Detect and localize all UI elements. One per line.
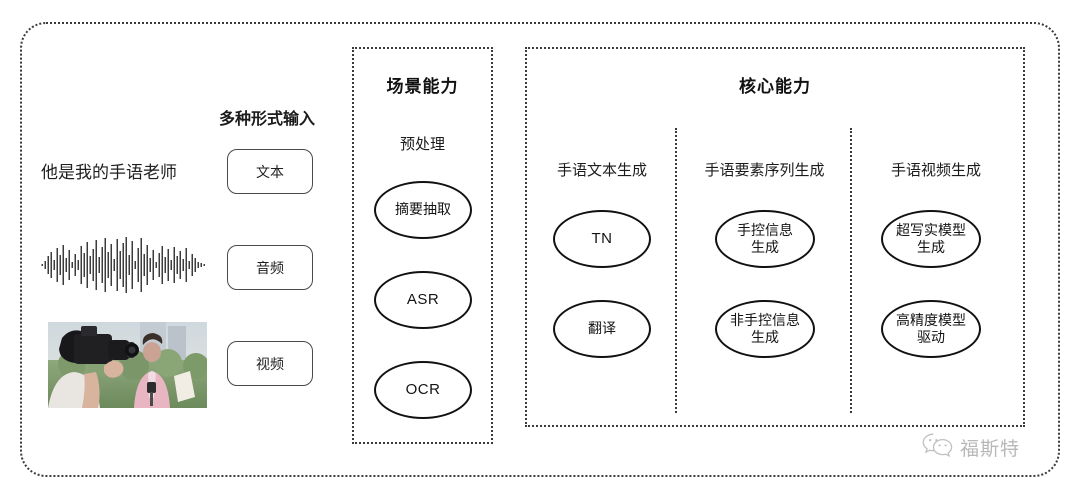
core-column-divider-1 <box>675 128 677 413</box>
watermark-text: 福斯特 <box>960 439 1021 460</box>
core-column-header-sign-video: 手语视频生成 <box>890 162 981 179</box>
watermark: 福斯特 <box>921 432 1020 463</box>
scene-node-summary-extraction[interactable]: 摘要抽取 <box>374 181 472 239</box>
core-column-divider-2 <box>850 128 852 413</box>
core-column-header-sign-text: 手语文本生成 <box>556 162 647 179</box>
scene-capability-panel: 场景能力 预处理 摘要抽取 ASR OCR <box>352 47 493 444</box>
core-node-translation[interactable]: 翻译 <box>553 300 651 358</box>
scene-panel-title: 场景能力 <box>386 77 459 96</box>
video-thumbnail <box>48 322 207 408</box>
core-node-nonmanual-info-generation[interactable]: 非手控信息 生成 <box>715 300 815 358</box>
input-modality-text[interactable]: 文本 <box>227 149 313 194</box>
input-modality-audio[interactable]: 音频 <box>227 245 313 290</box>
core-panel-title: 核心能力 <box>739 77 811 96</box>
core-node-highprecision-model-driving[interactable]: 高精度模型 驱动 <box>881 300 981 358</box>
outer-frame <box>20 22 1060 477</box>
scene-column-header-preprocess: 预处理 <box>399 136 445 153</box>
core-node-tn[interactable]: TN <box>553 210 651 268</box>
scene-node-ocr[interactable]: OCR <box>374 361 472 419</box>
core-node-photoreal-model-generation[interactable]: 超写实模型 生成 <box>881 210 981 268</box>
core-capability-panel: 核心能力 手语文本生成 TN 翻译 手语要素序列生成 手控信息 生成 非手控信息… <box>525 47 1025 427</box>
core-column-header-sign-elements: 手语要素序列生成 <box>704 162 825 179</box>
input-modality-video[interactable]: 视频 <box>227 341 313 386</box>
scene-node-asr[interactable]: ASR <box>374 271 472 329</box>
wechat-icon <box>921 432 955 463</box>
input-section-caption: 多种形式输入 <box>219 111 316 128</box>
input-sample-text: 他是我的手语老师 <box>41 163 177 182</box>
audio-waveform-icon <box>40 236 208 294</box>
core-node-manual-info-generation[interactable]: 手控信息 生成 <box>715 210 815 268</box>
